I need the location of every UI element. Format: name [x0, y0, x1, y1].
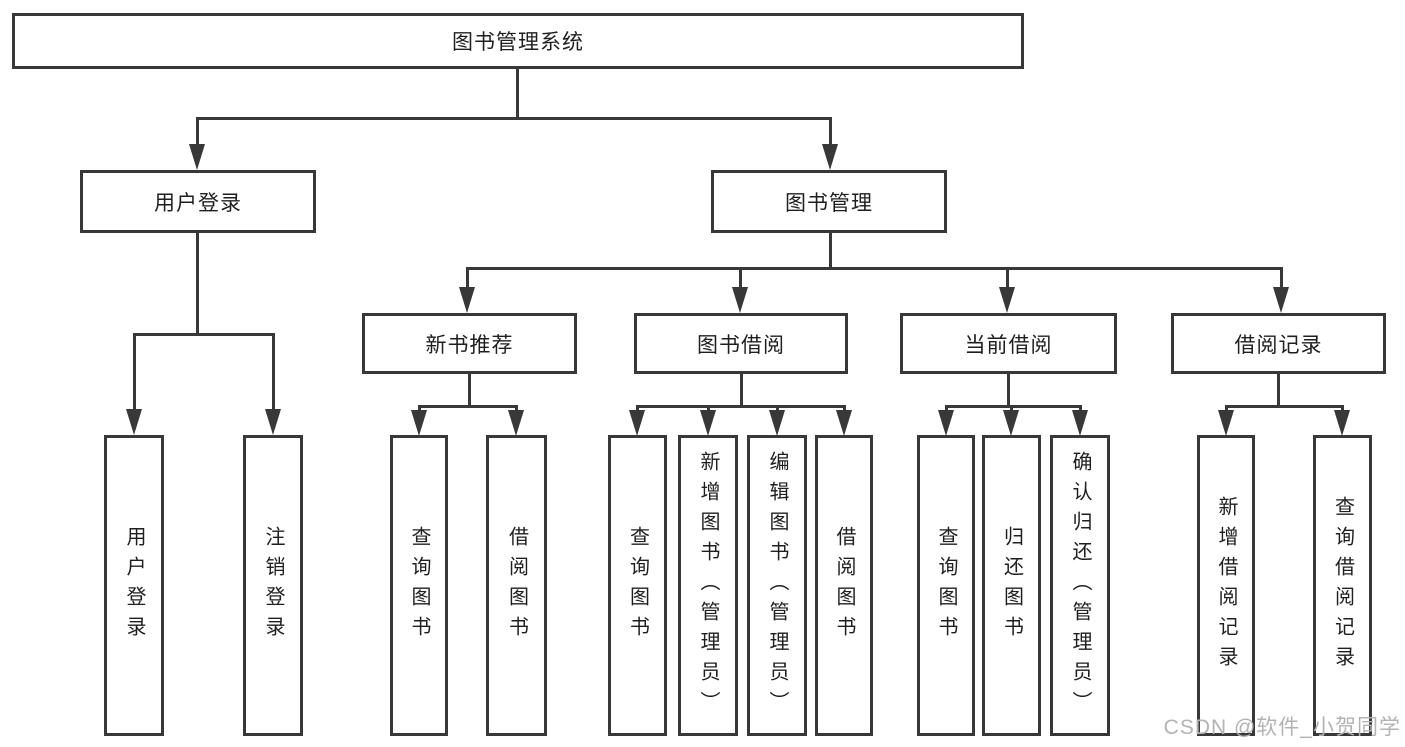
leaf-label: 查询图书 [626, 525, 649, 646]
leaf-query-books-2: 查询图书 [608, 435, 667, 736]
connector-line [466, 267, 469, 289]
connector-line [829, 117, 832, 147]
node-new-book-recommend: 新书推荐 [362, 313, 577, 374]
node-user-login: 用户登录 [80, 170, 316, 233]
leaf-add-borrow-record: 新增借阅记录 [1197, 435, 1255, 736]
node-label: 图书管理系统 [452, 31, 584, 54]
node-label: 新书推荐 [425, 333, 514, 357]
connector-line [516, 69, 519, 117]
connector-line [829, 233, 832, 269]
arrow-down-icon [189, 144, 205, 170]
arrow-down-icon [732, 287, 748, 313]
leaf-query-borrow-record: 查询借阅记录 [1313, 435, 1372, 736]
arrow-down-icon [769, 410, 785, 436]
arrow-down-icon [1218, 410, 1234, 436]
connector-line [418, 405, 421, 413]
connector-line [636, 405, 639, 413]
leaf-label: 借阅图书 [505, 525, 528, 646]
arrow-down-icon [1072, 410, 1088, 436]
connector-line [196, 117, 199, 147]
leaf-label: 编辑图书（管理员） [766, 450, 788, 721]
connector-line [707, 405, 710, 413]
connector-line [418, 405, 518, 408]
connector-line [1006, 267, 1009, 289]
connector-line [466, 267, 1283, 270]
node-label: 图书借阅 [697, 333, 785, 357]
leaf-label: 新增借阅记录 [1215, 495, 1237, 676]
arrow-down-icon [629, 410, 645, 436]
connector-line [740, 374, 743, 408]
node-label: 借阅记录 [1234, 333, 1323, 357]
connector-line [1341, 405, 1344, 413]
arrow-down-icon [459, 287, 475, 313]
leaf-label: 查询图书 [408, 525, 430, 646]
arrow-down-icon [1003, 410, 1019, 436]
leaf-label: 查询借阅记录 [1331, 495, 1354, 676]
connector-line [133, 333, 275, 336]
leaf-label: 查询图书 [935, 525, 957, 646]
arrow-down-icon [508, 410, 524, 436]
connector-line [196, 233, 199, 335]
node-book-borrow: 图书借阅 [634, 313, 848, 374]
node-borrow-records: 借阅记录 [1171, 313, 1386, 374]
leaf-label: 用户登录 [123, 525, 145, 646]
leaf-label: 注销登录 [262, 525, 284, 646]
node-label: 图书管理 [785, 191, 873, 215]
arrow-down-icon [836, 410, 852, 436]
arrow-down-icon [126, 409, 142, 435]
connector-line [196, 117, 832, 120]
leaf-label: 借阅图书 [833, 525, 855, 646]
connector-line [636, 405, 845, 408]
leaf-borrow-books-2: 借阅图书 [815, 435, 873, 736]
connector-line [843, 405, 846, 413]
arrow-down-icon [1334, 410, 1350, 436]
node-current-borrow: 当前借阅 [900, 313, 1117, 374]
leaf-query-books: 查询图书 [390, 435, 448, 736]
leaf-add-book-admin: 新增图书（管理员） [678, 435, 738, 736]
connector-line [1225, 405, 1343, 408]
connector-line [133, 333, 136, 411]
arrow-down-icon [411, 410, 427, 436]
connector-line [1277, 374, 1280, 408]
connector-line [515, 405, 518, 413]
leaf-label: 归还图书 [1000, 525, 1023, 646]
arrow-down-icon [822, 144, 838, 170]
connector-line [1079, 405, 1082, 413]
leaf-return-books: 归还图书 [982, 435, 1041, 736]
connector-line [739, 267, 742, 289]
arrow-down-icon [1273, 287, 1289, 313]
node-book-management: 图书管理 [711, 170, 947, 233]
arrow-down-icon [938, 410, 954, 436]
leaf-logout: 注销登录 [243, 435, 303, 736]
node-root-system: 图书管理系统 [12, 13, 1024, 69]
connector-line [776, 405, 779, 413]
watermark-text: CSDN @软件_小贺同学 [1163, 716, 1401, 739]
node-label: 当前借阅 [964, 333, 1053, 357]
connector-line [1010, 405, 1013, 413]
connector-line [468, 374, 471, 408]
leaf-edit-book-admin: 编辑图书（管理员） [747, 435, 807, 736]
leaf-query-books-3: 查询图书 [917, 435, 975, 736]
leaf-borrow-books: 借阅图书 [486, 435, 547, 736]
connector-line [272, 333, 275, 411]
leaf-label: 新增图书（管理员） [697, 450, 719, 721]
leaf-confirm-return-admin: 确认归还（管理员） [1050, 435, 1110, 736]
leaf-label: 确认归还（管理员） [1069, 450, 1091, 721]
connector-line [945, 405, 948, 413]
leaf-user-login: 用户登录 [104, 435, 164, 736]
connector-line [1007, 374, 1010, 408]
connector-line [1225, 405, 1228, 413]
arrow-down-icon [999, 287, 1015, 313]
connector-line [945, 405, 1081, 408]
connector-line [1280, 267, 1283, 289]
arrow-down-icon [700, 410, 716, 436]
arrow-down-icon [265, 409, 281, 435]
node-label: 用户登录 [154, 191, 242, 215]
